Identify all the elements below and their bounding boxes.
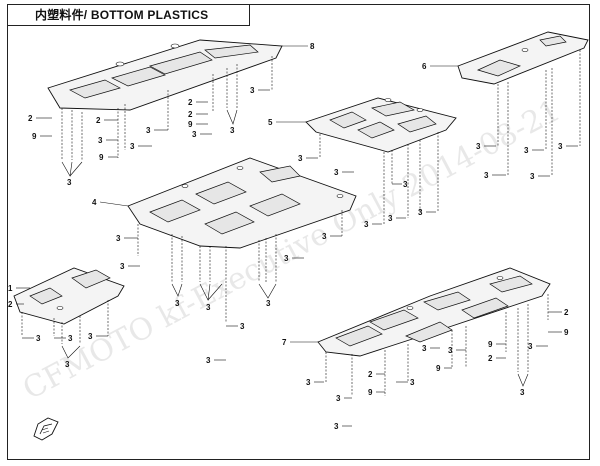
- callout-3-k: 3: [530, 172, 535, 181]
- callout-3-aj: 3: [422, 344, 427, 353]
- callout-3-s: 3: [116, 234, 121, 243]
- callout-3-c: 3: [146, 126, 151, 135]
- callout-3-e: 3: [192, 130, 197, 139]
- callout-1: 1: [8, 284, 13, 293]
- callout-3-y: 3: [206, 356, 211, 365]
- callout-3-b: 3: [98, 136, 103, 145]
- callout-3-q: 3: [388, 214, 393, 223]
- callout-3-ai: 3: [334, 422, 339, 431]
- callout-9-a: 9: [32, 132, 37, 141]
- callout-3-f: 3: [230, 126, 235, 135]
- callout-3-ae: 3: [88, 332, 93, 341]
- part-6-rear-skid-plate[interactable]: [457, 31, 589, 85]
- part-7-fasteners: [325, 294, 549, 396]
- callout-4: 4: [92, 198, 97, 207]
- callout-3-m: 3: [298, 154, 303, 163]
- title-box: 内塑料件/ BOTTOM PLASTICS: [7, 4, 250, 26]
- callout-3-w: 3: [266, 299, 271, 308]
- callout-9-c: 9: [188, 120, 193, 129]
- part-1-fasteners: [21, 300, 109, 344]
- part-4-main-skid-plate[interactable]: [127, 157, 357, 249]
- callout-3-ab: 3: [36, 334, 41, 343]
- callout-3-d: 3: [130, 142, 135, 151]
- callout-2-c: 2: [188, 98, 193, 107]
- callout-3-r: 3: [418, 208, 423, 217]
- callout-3-ak: 3: [448, 346, 453, 355]
- callout-2-f: 2: [368, 370, 373, 379]
- front-direction-arrow-icon: [33, 417, 59, 441]
- callout-8: 8: [310, 42, 315, 51]
- callout-3-ah: 3: [410, 378, 415, 387]
- part-1-side-skid-plate[interactable]: [13, 267, 125, 325]
- part-8-front-skid-plate[interactable]: [47, 39, 283, 111]
- callout-3-p: 3: [364, 220, 369, 229]
- page-title: 内塑料件/ BOTTOM PLASTICS: [35, 8, 209, 22]
- callout-3-n: 3: [334, 168, 339, 177]
- callout-2-e: 2: [8, 300, 13, 309]
- callout-3-ad: 3: [65, 360, 70, 369]
- callout-9-e: 9: [436, 364, 441, 373]
- callout-2-a: 2: [28, 114, 33, 123]
- callout-6: 6: [422, 62, 427, 71]
- callout-3-o: 3: [403, 180, 408, 189]
- callout-3-aa: 3: [284, 254, 289, 263]
- callout-3-a: 3: [67, 178, 72, 187]
- callout-9-g: 9: [564, 328, 569, 337]
- callout-2-d: 2: [188, 110, 193, 119]
- callout-3-z: 3: [322, 232, 327, 241]
- callout-3-af: 3: [306, 378, 311, 387]
- callout-3-g: 3: [250, 86, 255, 95]
- callout-3-v: 3: [206, 303, 211, 312]
- callout-9-b: 9: [99, 153, 104, 162]
- callout-3-i: 3: [484, 171, 489, 180]
- part-4-fasteners: [137, 210, 343, 322]
- callout-2-g: 2: [488, 354, 493, 363]
- part-8-fasteners: [61, 56, 273, 160]
- callout-3-ac: 3: [68, 334, 73, 343]
- callout-5: 5: [268, 118, 273, 127]
- callout-2-b: 2: [96, 116, 101, 125]
- callout-3-j: 3: [524, 146, 529, 155]
- callout-3-x: 3: [240, 322, 245, 331]
- diagram-frame: [7, 4, 590, 460]
- callout-3-am: 3: [528, 342, 533, 351]
- callout-3-l: 3: [558, 142, 563, 151]
- callout-3-t: 3: [120, 262, 125, 271]
- part-5-center-skid-plate[interactable]: [305, 97, 457, 153]
- part-6-fasteners: [497, 50, 581, 176]
- part-5-fasteners: [319, 132, 439, 224]
- callout-7: 7: [282, 338, 287, 347]
- callout-2-h: 2: [564, 308, 569, 317]
- callout-3-u: 3: [175, 299, 180, 308]
- callout-9-f: 9: [488, 340, 493, 349]
- callout-3-al: 3: [520, 388, 525, 397]
- callout-3-ag: 3: [336, 394, 341, 403]
- callout-3-h: 3: [476, 142, 481, 151]
- callout-9-d: 9: [368, 388, 373, 397]
- part-7-rear-long-skid-plate[interactable]: [317, 267, 551, 357]
